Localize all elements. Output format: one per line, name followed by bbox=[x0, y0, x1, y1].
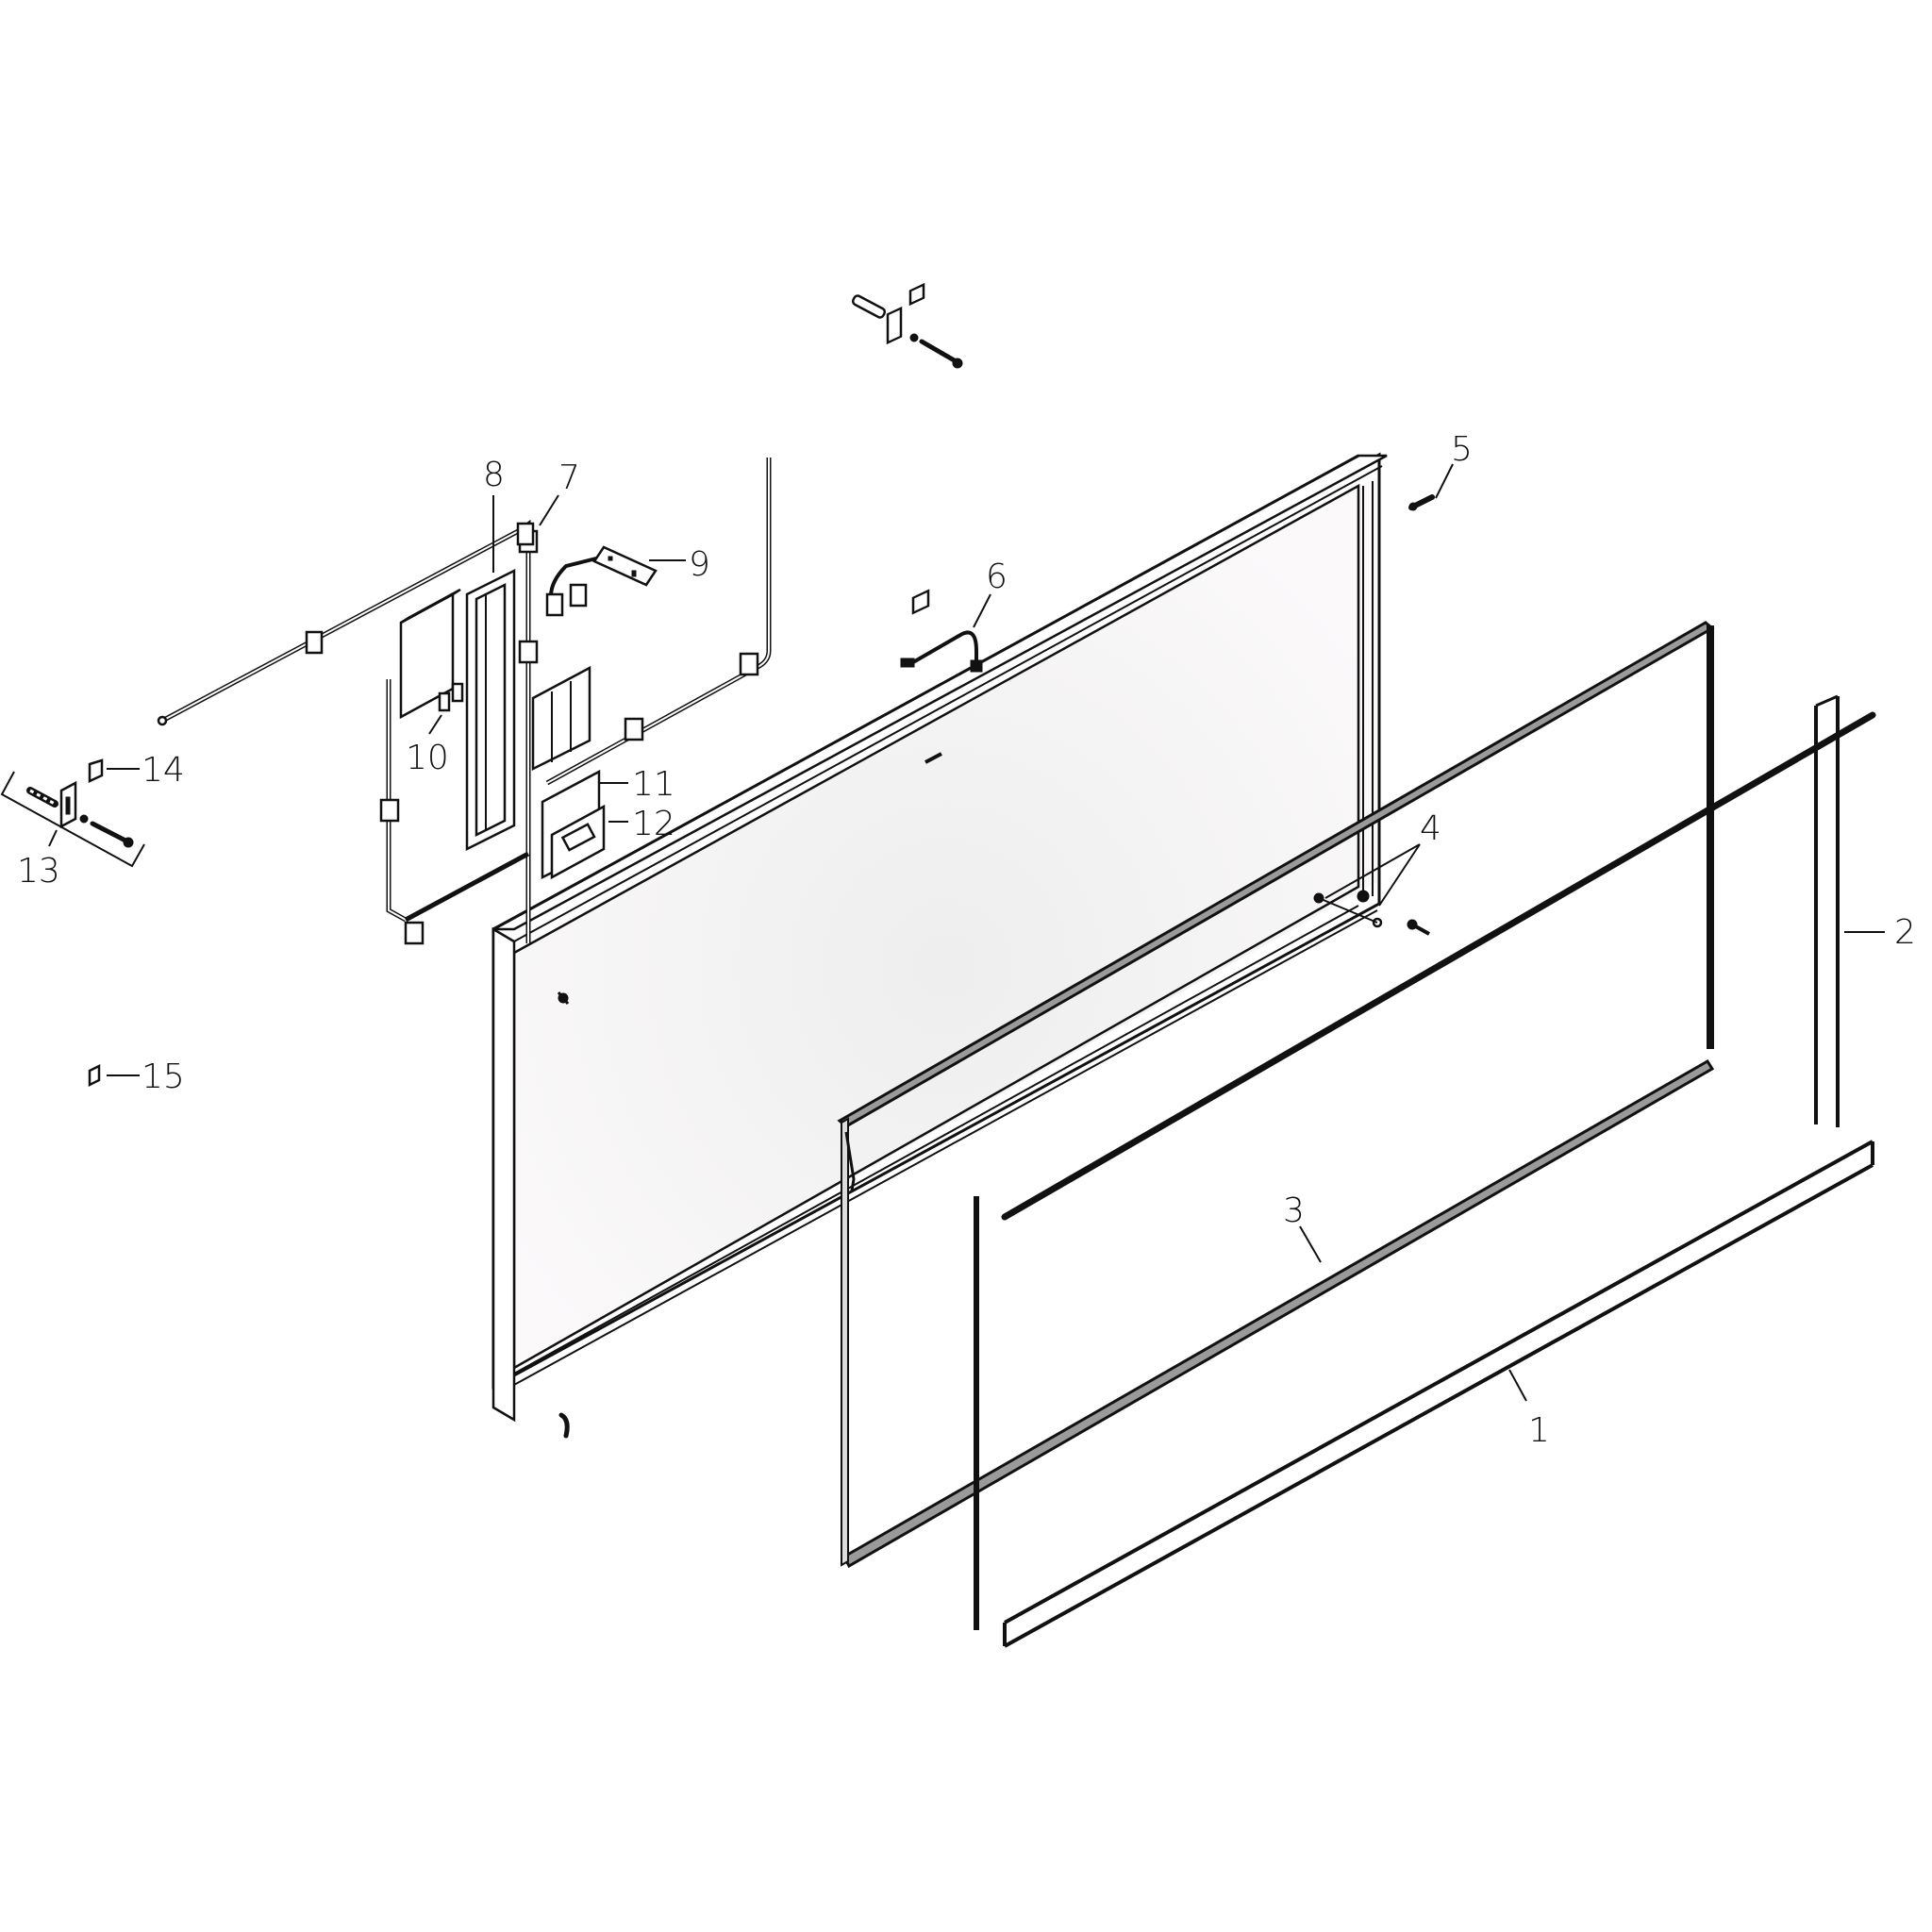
led-frame-part-3 bbox=[837, 621, 1715, 1569]
wall-mounting-kit-part-13 bbox=[0, 771, 145, 868]
callout-1: 1 bbox=[1528, 1411, 1550, 1450]
hook-part-5 bbox=[1408, 494, 1435, 511]
top-mounting-kit bbox=[851, 282, 963, 369]
sensor-cable-part-6 bbox=[900, 589, 983, 673]
electronics-assembly bbox=[157, 458, 772, 945]
callout-9: 9 bbox=[689, 545, 710, 584]
callout-7: 7 bbox=[558, 458, 580, 497]
callout-11: 11 bbox=[632, 765, 675, 804]
callout-4: 4 bbox=[1420, 809, 1441, 848]
callout-12: 12 bbox=[632, 805, 675, 843]
callout-8: 8 bbox=[483, 456, 505, 494]
adhesive-pad-part-14 bbox=[88, 758, 104, 783]
callout-13: 13 bbox=[17, 852, 60, 891]
callout-6: 6 bbox=[986, 558, 1008, 596]
leader-lines bbox=[107, 463, 1885, 1402]
callout-3: 3 bbox=[1283, 1191, 1305, 1230]
spare-pad-part-15 bbox=[88, 1063, 101, 1088]
corner-screws-part-4 bbox=[1313, 890, 1430, 936]
callout-14: 14 bbox=[142, 751, 185, 790]
callout-2: 2 bbox=[1894, 913, 1916, 952]
callout-5: 5 bbox=[1451, 430, 1473, 469]
side-rail-part-2 bbox=[974, 694, 1876, 1630]
mirror-body bbox=[491, 452, 1388, 1423]
bottom-profile-part-1 bbox=[1003, 1140, 1874, 1648]
bottom-hook bbox=[558, 1412, 570, 1439]
callout-labels: 1 2 3 4 5 6 7 8 9 10 11 12 13 14 15 bbox=[17, 430, 1916, 1450]
callout-10: 10 bbox=[406, 739, 449, 777]
callout-15: 15 bbox=[142, 1058, 185, 1096]
